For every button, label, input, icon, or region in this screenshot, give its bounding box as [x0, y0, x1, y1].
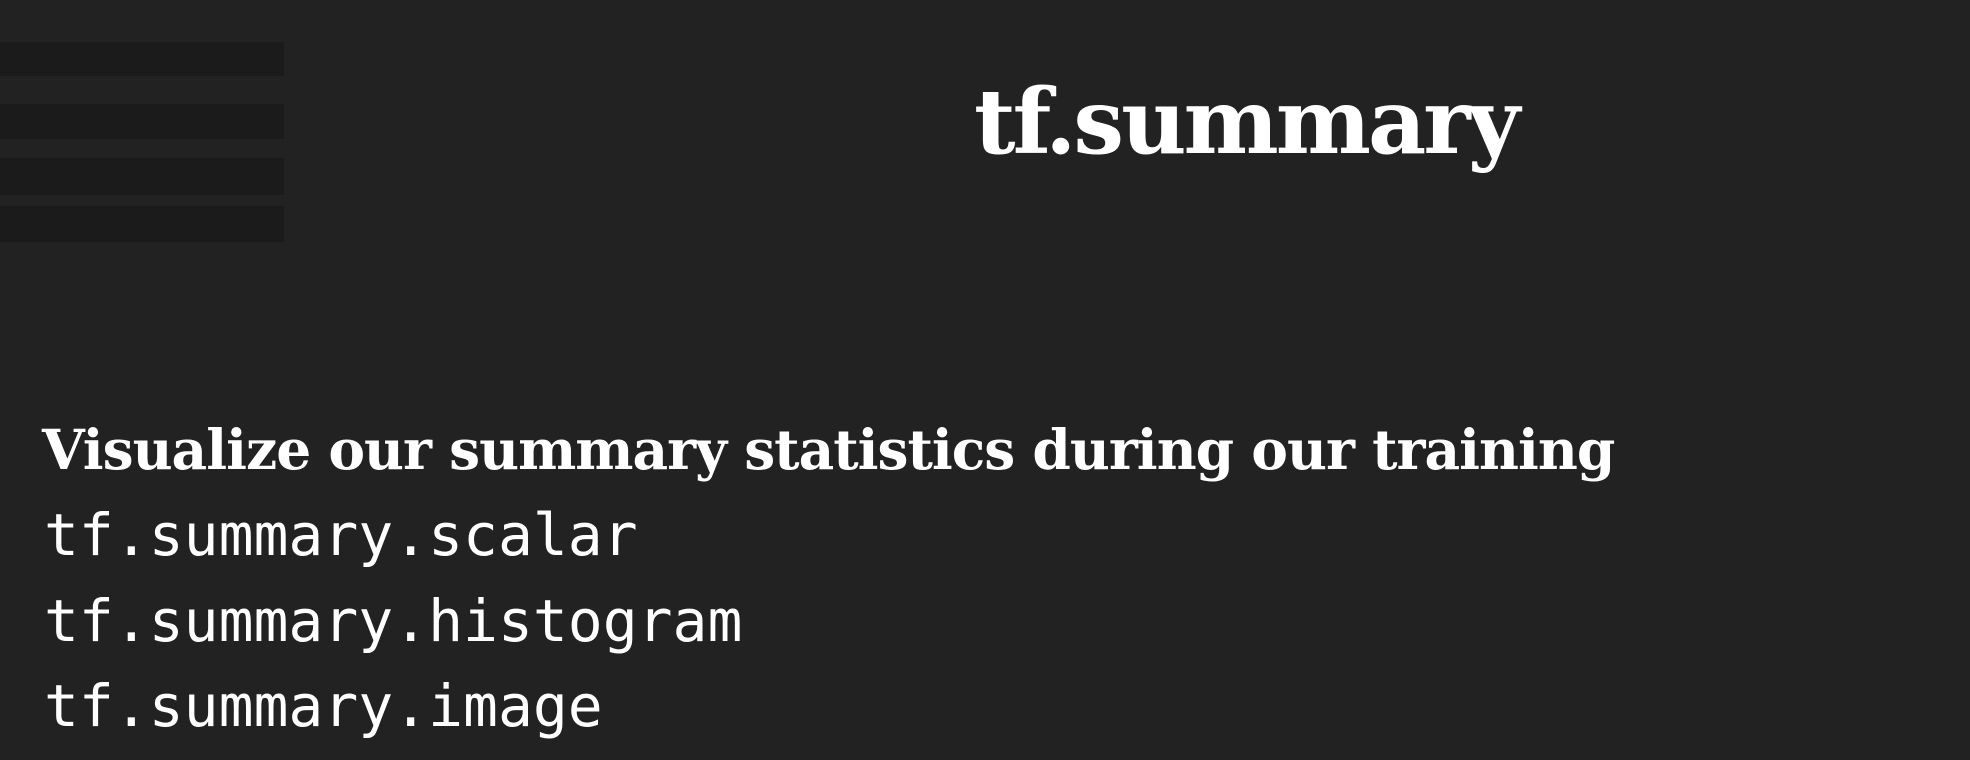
slide-subtitle: Visualize our summary statistics during … — [42, 417, 1615, 482]
menu-bar-4 — [0, 206, 284, 242]
menu-bar-3 — [0, 158, 284, 195]
slide-title: tf.summary — [974, 69, 1520, 175]
menu-bar-2 — [0, 104, 284, 139]
code-line-scalar: tf.summary.scalar — [44, 501, 638, 569]
menu-bar-1 — [0, 42, 284, 76]
code-line-histogram: tf.summary.histogram — [44, 587, 743, 655]
code-line-image: tf.summary.image — [44, 672, 603, 740]
